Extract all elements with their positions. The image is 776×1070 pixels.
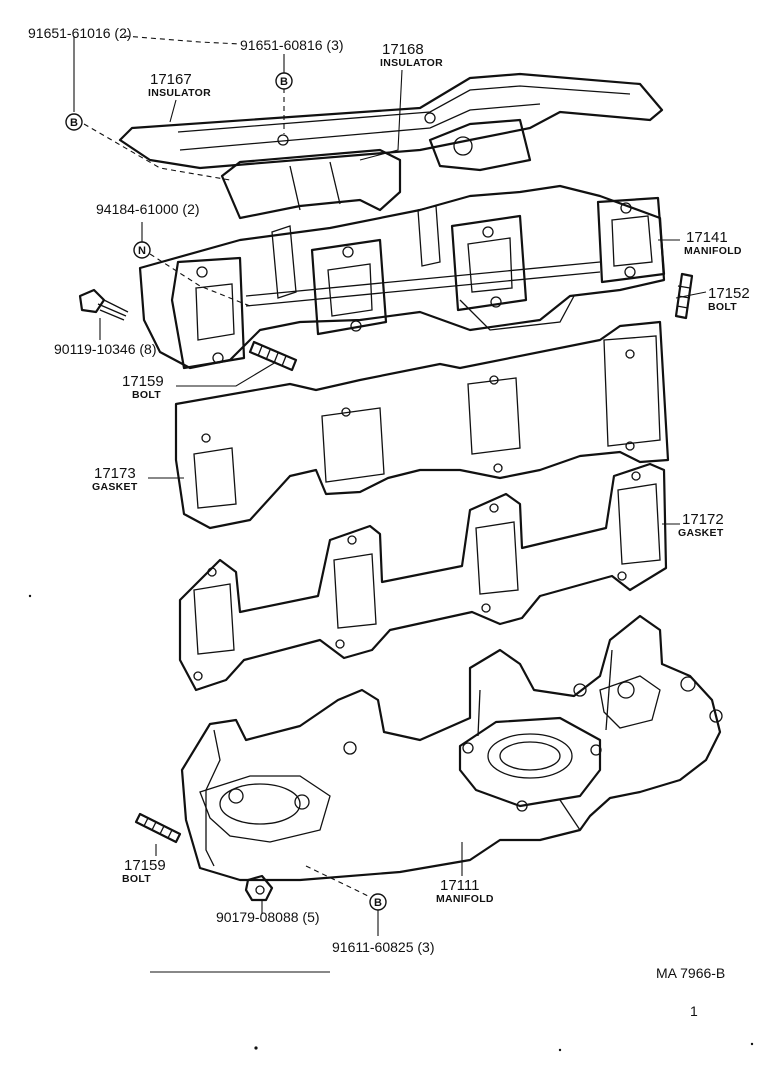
svg-text:N: N — [138, 245, 146, 257]
stud-bolt-17159-upper — [248, 340, 298, 372]
leader-lines — [73, 35, 707, 936]
stud-bolt-17159-lower — [134, 812, 182, 844]
callout-17152: 17152 — [708, 285, 750, 302]
bolt-90119 — [78, 288, 129, 321]
heat-insulator — [118, 72, 664, 220]
gasket-17173 — [174, 320, 670, 530]
marker-b-center: B — [275, 72, 293, 90]
callout-17141-label: MANIFOLD — [684, 245, 742, 257]
marker-n: N — [133, 241, 151, 259]
callout-91651-61016: 91651-61016 (2) — [28, 25, 132, 41]
callout-17168: 17168 — [382, 41, 424, 58]
callout-90119-10346: 90119-10346 (8) — [54, 341, 156, 357]
callout-17159-upper-label: BOLT — [132, 389, 161, 401]
callout-17152-label: BOLT — [708, 301, 737, 313]
callout-17172-label: GASKET — [678, 527, 724, 539]
callout-17168-label: INSULATOR — [380, 57, 443, 69]
callout-94184-61000: 94184-61000 (2) — [96, 201, 200, 217]
scan-artifacts — [28, 594, 754, 1052]
svg-text:B: B — [280, 76, 288, 88]
callout-17167: 17167 — [150, 71, 192, 88]
callout-17111-label: MANIFOLD — [436, 893, 494, 905]
callout-17159-upper: 17159 — [122, 373, 164, 390]
nut-90179 — [244, 874, 274, 902]
callout-90179-08088: 90179-08088 (5) — [216, 909, 320, 925]
marker-b-bottom: B — [369, 893, 387, 911]
callout-91611-60825: 91611-60825 (3) — [332, 939, 434, 955]
marker-b-left: B — [65, 113, 83, 131]
callout-91651-60816: 91651-60816 (3) — [240, 37, 344, 53]
callout-17141: 17141 — [686, 229, 728, 246]
gasket-17172 — [178, 462, 668, 692]
callout-17159-lower-label: BOLT — [122, 873, 151, 885]
callout-17111: 17111 — [440, 877, 480, 894]
callout-17173: 17173 — [94, 465, 136, 482]
stud-bolt-17152 — [674, 272, 694, 320]
page-mark: 1 — [690, 1003, 698, 1019]
svg-text:B: B — [374, 897, 382, 909]
upper-manifold — [138, 184, 666, 370]
svg-text:B: B — [70, 117, 78, 129]
callout-17167-label: INSULATOR — [148, 87, 211, 99]
callout-17159-lower: 17159 — [124, 857, 166, 874]
callout-17172: 17172 — [682, 511, 724, 528]
callout-17173-label: GASKET — [92, 481, 138, 493]
figure-code: MA 7966-B — [656, 965, 725, 981]
lower-manifold — [180, 614, 723, 882]
